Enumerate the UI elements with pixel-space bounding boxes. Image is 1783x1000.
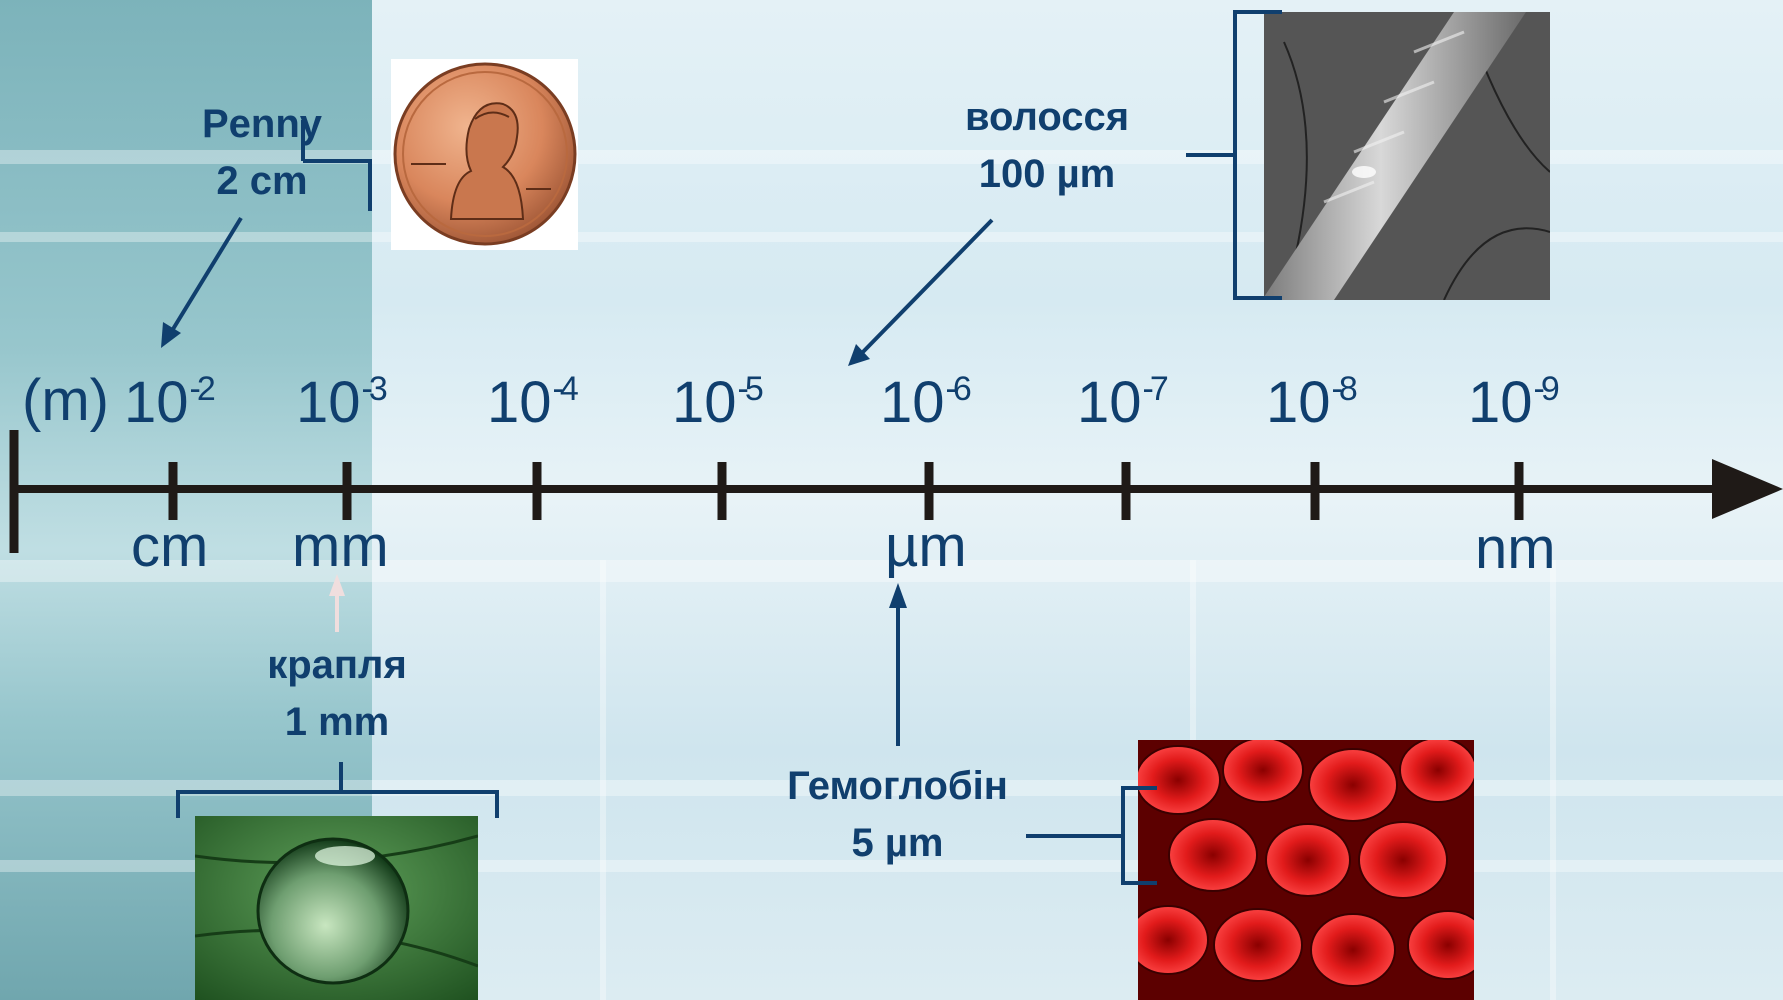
exponent-base: 10	[1266, 370, 1331, 435]
exponent-base: 10	[487, 370, 552, 435]
axis-arrowhead	[1712, 459, 1783, 519]
exponent-power: -6	[946, 370, 968, 408]
hemoglobin-bracket	[1123, 788, 1157, 883]
penny-label: Penny 2 cm	[162, 96, 362, 210]
exponent-base: 10	[672, 370, 737, 435]
drop-bracket	[178, 792, 497, 818]
exponent-power: -2	[190, 370, 212, 408]
exponent-label: 10-3	[296, 372, 384, 432]
penny-name: Penny	[162, 96, 362, 153]
exponent-label: 10-4	[487, 372, 575, 432]
hair-arrow	[860, 220, 992, 355]
unit-label-mm: mm	[292, 518, 389, 576]
meter-unit-label: (m)	[22, 372, 109, 430]
exponent-power: -4	[553, 370, 575, 408]
exponent-base: 10	[296, 370, 361, 435]
unit-label-um: µm	[885, 518, 967, 576]
hemoglobin-name: Гемоглобін	[745, 758, 1050, 815]
penny-arrowhead	[161, 322, 181, 348]
exponent-label: 10-9	[1468, 372, 1556, 432]
exponent-power: -7	[1143, 370, 1165, 408]
drop-label: крапля 1 mm	[222, 637, 452, 751]
exponent-power: -3	[362, 370, 384, 408]
hair-name: волосся	[912, 89, 1182, 146]
drop-size: 1 mm	[222, 694, 452, 751]
exponent-base: 10	[880, 370, 945, 435]
hair-bracket	[1235, 12, 1282, 298]
hemoglobin-arrowhead	[889, 583, 907, 608]
hair-label: волосся 100 µm	[912, 89, 1182, 203]
exponent-base: 10	[124, 370, 189, 435]
exponent-label: 10-7	[1077, 372, 1165, 432]
hair-size: 100 µm	[912, 146, 1182, 203]
exponent-base: 10	[1468, 370, 1533, 435]
penny-size: 2 cm	[162, 153, 362, 210]
exponent-power: -9	[1534, 370, 1556, 408]
hemoglobin-size: 5 µm	[745, 815, 1050, 872]
exponent-power: -8	[1332, 370, 1354, 408]
exponent-label: 10-5	[672, 372, 760, 432]
exponent-base: 10	[1077, 370, 1142, 435]
drop-name: крапля	[222, 637, 452, 694]
exponent-label: 10-8	[1266, 372, 1354, 432]
exponent-label: 10-2	[124, 372, 212, 432]
hemoglobin-label: Гемоглобін 5 µm	[745, 758, 1050, 872]
unit-label-nm: nm	[1475, 520, 1556, 578]
unit-label-cm: cm	[131, 518, 208, 576]
exponent-power: -5	[738, 370, 760, 408]
exponent-label: 10-6	[880, 372, 968, 432]
penny-arrow	[170, 218, 241, 334]
